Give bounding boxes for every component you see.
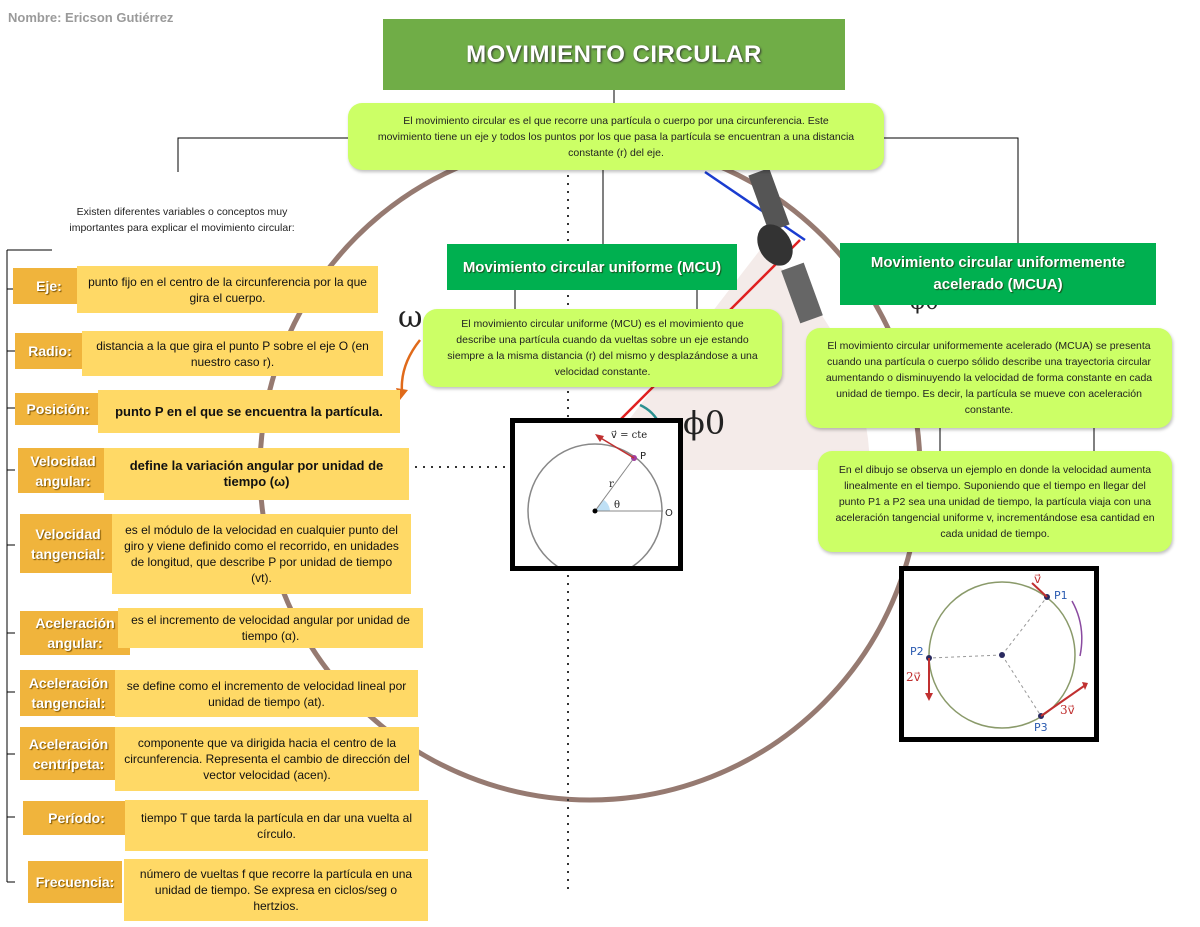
concept-label-eje: Eje:: [13, 268, 85, 304]
mcu-velocity-label: v⃗ = cte: [611, 430, 647, 441]
mcu-radius-label: r: [609, 479, 614, 490]
mcua-v1-label: v⃗: [1034, 572, 1041, 586]
mcua-v3-label: 3v⃗: [1060, 703, 1075, 717]
mcua-p3-label: P3: [1034, 721, 1048, 734]
velocity-line: [704, 170, 806, 242]
mcua-v2-arrowhead: [925, 693, 933, 701]
concept-label-frecuencia: Frecuencia:: [28, 861, 122, 903]
mcua-example: En el dibujo se observa un ejemplo en do…: [818, 451, 1172, 552]
mcu-velocity-arrowhead: [595, 434, 604, 442]
concept-desc-posicion: punto P en el que se encuentra la partíc…: [98, 390, 400, 433]
omega-symbol: ω: [398, 300, 423, 335]
concept-desc-velocidad-angular: define la variación angular por unidad d…: [104, 448, 409, 500]
mcua-v3-vector: [1040, 685, 1085, 717]
mcu-point-label: P: [640, 451, 646, 462]
concept-label-velocidad-tangencial: Velocidad tangencial:: [20, 514, 116, 573]
concept-label-posicion: Posición:: [15, 393, 101, 425]
mcua-v3-arrowhead: [1082, 682, 1088, 690]
concept-desc-aceleracion-tangencial: se define como el incremento de velocida…: [115, 670, 418, 717]
satellite-icon: [748, 168, 823, 324]
concept-label-velocidad-angular: Velocidad angular:: [18, 448, 108, 493]
mcu-angle-label: θ: [614, 500, 620, 511]
concept-desc-aceleracion-angular: es el incremento de velocidad angular po…: [118, 608, 423, 648]
mcua-center-point: [999, 652, 1005, 658]
mcu-angle-fill: [595, 500, 610, 511]
mcu-origin-label: O: [665, 508, 673, 519]
omega-arrow: [400, 339, 421, 393]
concept-desc-periodo: tiempo T que tarda la partícula en dar u…: [125, 800, 428, 851]
mcua-v1-vector: [1031, 582, 1048, 598]
intro-text: Existen diferentes variables o conceptos…: [69, 206, 295, 234]
concept-label-aceleracion-centripeta: Aceleración centrípeta:: [20, 727, 117, 780]
mcua-radii: [928, 596, 1048, 717]
concept-label-radio: Radio:: [15, 333, 85, 369]
connector-lines: [6, 90, 1095, 883]
concept-desc-aceleracion-centripeta: componente que va dirigida hacia el cent…: [115, 727, 419, 791]
mcua-v2-label: 2v⃗: [906, 670, 921, 684]
concept-desc-eje: punto fijo en el centro de la circunfere…: [77, 266, 378, 313]
phi-symbol: ϕ0: [683, 404, 726, 442]
mcua-p1-label: P1: [1054, 589, 1068, 602]
concept-desc-frecuencia: número de vueltas f que recorre la partí…: [124, 859, 428, 921]
author-name: Nombre: Ericson Gutiérrez: [8, 10, 174, 25]
mcu-circle: [527, 443, 663, 579]
concept-label-periodo: Período:: [23, 801, 130, 835]
mcu-center-point: [592, 508, 598, 514]
mcua-diagram: P1 P2 P3 v⃗ 2v⃗ 3v⃗: [899, 566, 1099, 742]
mcua-p2-label: P2: [910, 645, 924, 658]
mcua-definition: El movimiento circular uniformemente ace…: [806, 328, 1172, 428]
mcu-definition: El movimiento circular uniforme (MCU) es…: [423, 309, 782, 387]
mcua-rotation-arc: [1071, 600, 1083, 657]
mcu-diagram: v⃗ = cte P r θ O: [510, 418, 683, 579]
mcu-radius: [594, 457, 635, 512]
mcua-heading: Movimiento circular uniformemente aceler…: [840, 243, 1156, 305]
mcu-velocity-vector: [598, 436, 635, 459]
concept-label-aceleracion-tangencial: Aceleración tangencial:: [20, 670, 117, 716]
mcu-heading: Movimiento circular uniforme (MCU): [447, 244, 737, 290]
concept-desc-radio: distancia a la que gira el punto P sobre…: [82, 331, 383, 376]
definition-box: El movimiento circular es el que recorre…: [348, 103, 884, 170]
page-title: MOVIMIENTO CIRCULAR: [383, 19, 845, 90]
concept-label-aceleracion-angular: Aceleración angular:: [20, 611, 130, 655]
concept-desc-velocidad-tangencial: es el módulo de la velocidad en cualquie…: [112, 514, 411, 594]
